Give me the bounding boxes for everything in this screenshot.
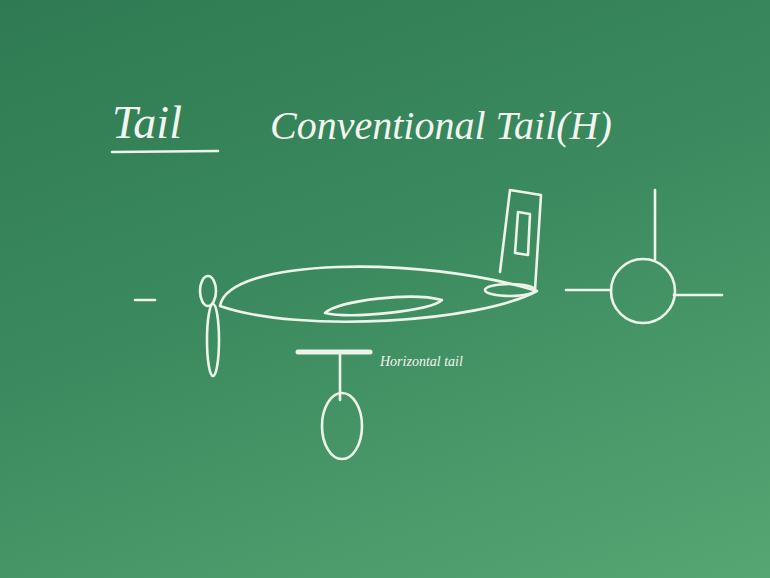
vertical-tail xyxy=(500,190,541,290)
front-view xyxy=(566,190,722,323)
fuselage xyxy=(220,267,537,322)
dash-mark xyxy=(135,299,155,302)
title-text: Tail xyxy=(112,98,182,149)
propeller xyxy=(200,276,219,376)
tail-type-heading: Conventional Tail(H) xyxy=(270,104,612,148)
rudder xyxy=(515,212,530,255)
horizontal-stabilizer xyxy=(485,284,535,296)
title-underline xyxy=(112,151,218,152)
horizontal-tail-sketch xyxy=(298,352,370,459)
wing xyxy=(325,297,442,315)
part-label: Horizontal tail xyxy=(380,354,463,369)
